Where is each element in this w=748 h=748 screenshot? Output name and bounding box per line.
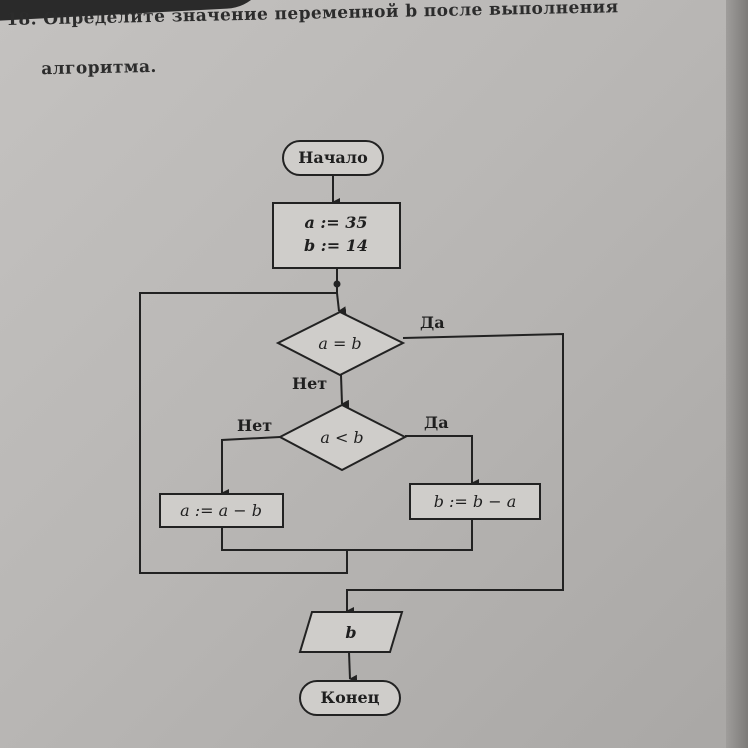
merge-line	[221, 519, 473, 551]
cond1-yes-line	[346, 332, 564, 615]
arrow-junction-cond1	[336, 292, 347, 315]
op-left-label: a := a − b	[180, 501, 262, 520]
end-label: Конец	[321, 688, 380, 707]
cond1-label: a = b	[318, 334, 361, 353]
cond1-no-line	[340, 374, 350, 408]
page-edge	[726, 0, 748, 748]
cond2-diamond	[277, 403, 408, 472]
cond1-yes-label: Да	[420, 313, 445, 332]
end-terminator	[299, 680, 401, 716]
output-label: b	[345, 623, 356, 642]
op-right-process	[409, 483, 541, 520]
output-parallelogram	[298, 611, 404, 653]
init-a-label: a := 35	[304, 213, 367, 232]
cond1-diamond	[275, 310, 406, 377]
op-right-label: b := b − a	[434, 492, 517, 511]
loop-back-line	[139, 292, 348, 574]
cond1-no-label: Нет	[292, 374, 327, 393]
op-left-process	[159, 493, 284, 528]
cond2-yes-label: Да	[424, 413, 449, 432]
cond2-no-label: Нет	[237, 416, 272, 435]
cond2-label: a < b	[320, 428, 363, 447]
cond2-no-line	[221, 436, 281, 497]
init-process	[272, 202, 401, 269]
start-label: Начало	[298, 148, 368, 167]
junction-dot	[333, 280, 341, 288]
arrow-output-end	[348, 651, 358, 683]
cond2-yes-line	[405, 435, 479, 487]
init-b-label: b := 14	[304, 236, 368, 255]
start-terminator	[282, 140, 384, 176]
